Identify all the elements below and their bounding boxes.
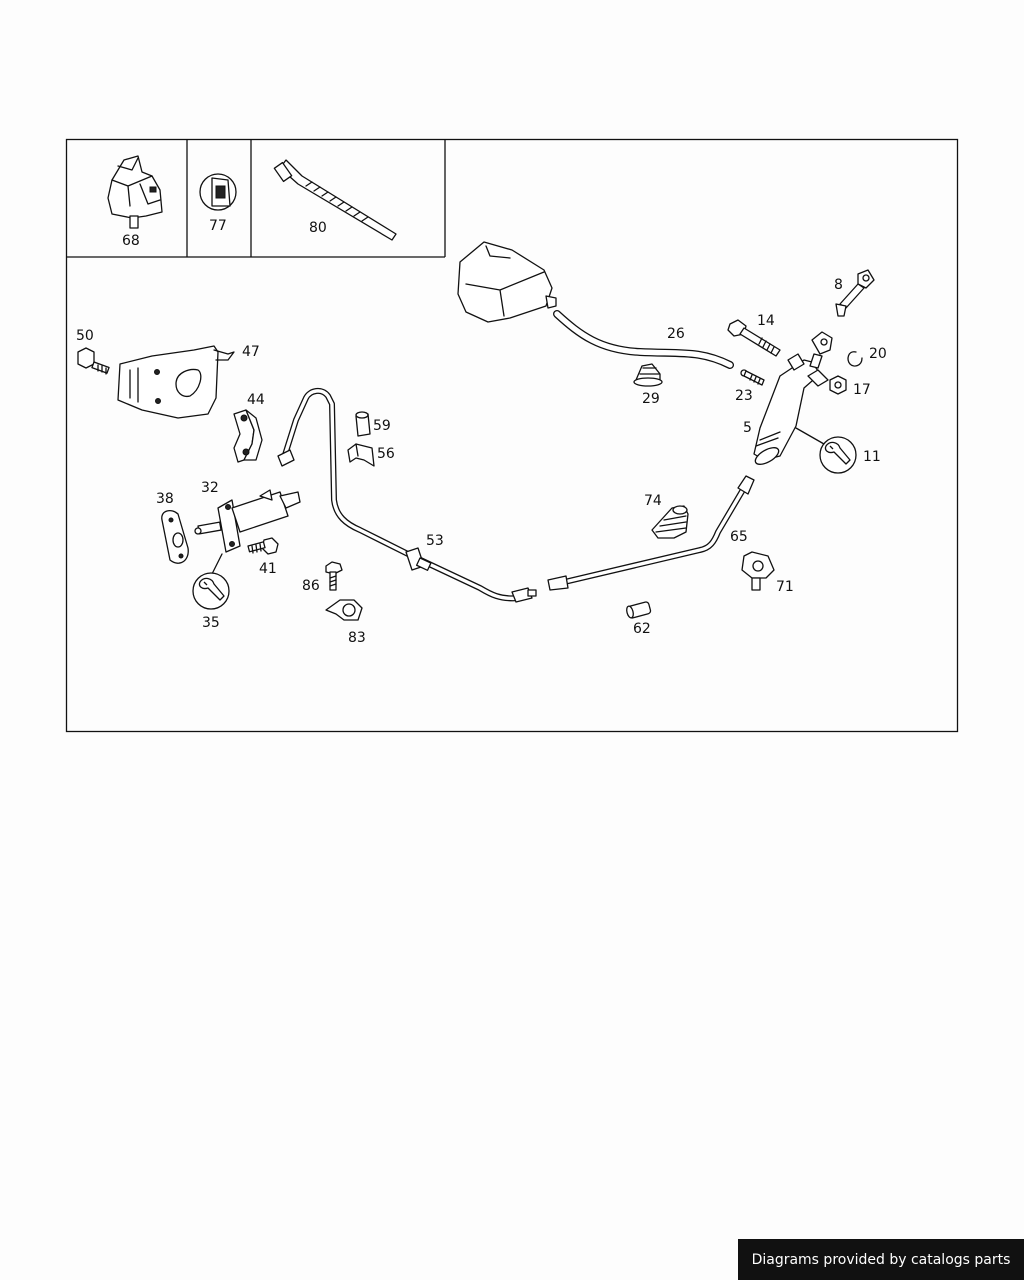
part-label-53: 53 — [426, 533, 444, 549]
part-50-bolt[interactable]: 50 — [76, 328, 110, 375]
part-8-push-rod[interactable]: 8 — [834, 269, 875, 317]
part-label-11: 11 — [863, 449, 881, 465]
wrench-icon — [824, 441, 851, 465]
part-label-17: 17 — [853, 382, 871, 398]
part-label-41: 41 — [259, 561, 277, 577]
part-62-sleeve[interactable]: 62 — [626, 601, 652, 637]
part-label-74: 74 — [644, 493, 662, 509]
part-label-59: 59 — [373, 418, 391, 434]
part-14-bolt[interactable]: 14 — [727, 313, 781, 357]
part-17-nut[interactable]: 17 — [829, 375, 871, 398]
part-label-68: 68 — [122, 233, 140, 249]
diagram-frame — [65, 138, 959, 733]
part-label-71: 71 — [776, 579, 794, 595]
part-label-20: 20 — [869, 346, 887, 362]
part-83-line-clip[interactable]: 83 — [325, 599, 366, 646]
part-71-holder[interactable]: 71 — [741, 551, 794, 595]
part-label-62: 62 — [633, 621, 651, 637]
part-86-screw[interactable]: 86 — [302, 561, 343, 594]
part-label-80: 80 — [309, 220, 327, 236]
part-label-86: 86 — [302, 578, 320, 594]
part-38-gasket[interactable]: 38 — [156, 491, 189, 564]
part-label-83: 83 — [348, 630, 366, 646]
part-label-32: 32 — [201, 480, 219, 496]
part-59-sleeve[interactable]: 59 — [355, 411, 391, 437]
part-label-56: 56 — [377, 446, 395, 462]
part-20-circlip[interactable]: 20 — [847, 346, 887, 367]
part-label-35: 35 — [202, 615, 220, 631]
part-68-bracket[interactable]: 68 — [107, 155, 163, 249]
part-label-47: 47 — [242, 344, 260, 360]
wrench-icon — [198, 577, 225, 601]
part-label-29: 29 — [642, 391, 660, 407]
part-74-boot[interactable]: 74 — [644, 493, 689, 539]
part-reservoir[interactable] — [457, 241, 557, 323]
part-label-26: 26 — [667, 326, 685, 342]
part-41-bolt[interactable]: 41 — [247, 537, 279, 577]
part-47-bracket[interactable]: 47 — [117, 344, 260, 419]
part-77-clip[interactable]: 77 — [199, 173, 237, 234]
part-label-50: 50 — [76, 328, 94, 344]
part-53-pressure-line[interactable]: 53 — [277, 388, 537, 603]
part-label-23: 23 — [735, 388, 753, 404]
part-label-38: 38 — [156, 491, 174, 507]
part-label-77: 77 — [209, 218, 227, 234]
part-label-5: 5 — [743, 420, 752, 436]
part-29-grommet[interactable]: 29 — [633, 363, 663, 407]
part-26-hose[interactable]: 26 — [553, 310, 734, 369]
part-label-14: 14 — [757, 313, 775, 329]
part-label-65: 65 — [730, 529, 748, 545]
part-11-tightening-torque[interactable]: 11 — [795, 427, 881, 474]
part-32-slave-cylinder[interactable]: 32 — [194, 480, 301, 553]
part-80-cable-tie[interactable]: 80 — [273, 159, 397, 241]
part-56-clip[interactable]: 56 — [347, 443, 395, 467]
diagram-credit-banner: Diagrams provided by catalogs parts — [738, 1239, 1024, 1280]
part-label-8: 8 — [834, 277, 843, 293]
part-44-clamp[interactable]: 44 — [233, 392, 265, 463]
part-label-44: 44 — [247, 392, 265, 408]
inset-panels — [66, 139, 446, 258]
part-65-pressure-line[interactable]: 65 — [547, 475, 755, 591]
part-35-tightening-torque[interactable]: 35 — [192, 553, 230, 631]
part-5-master-cylinder[interactable]: 5 — [743, 331, 833, 468]
part-23-screw[interactable]: 23 — [735, 369, 765, 404]
